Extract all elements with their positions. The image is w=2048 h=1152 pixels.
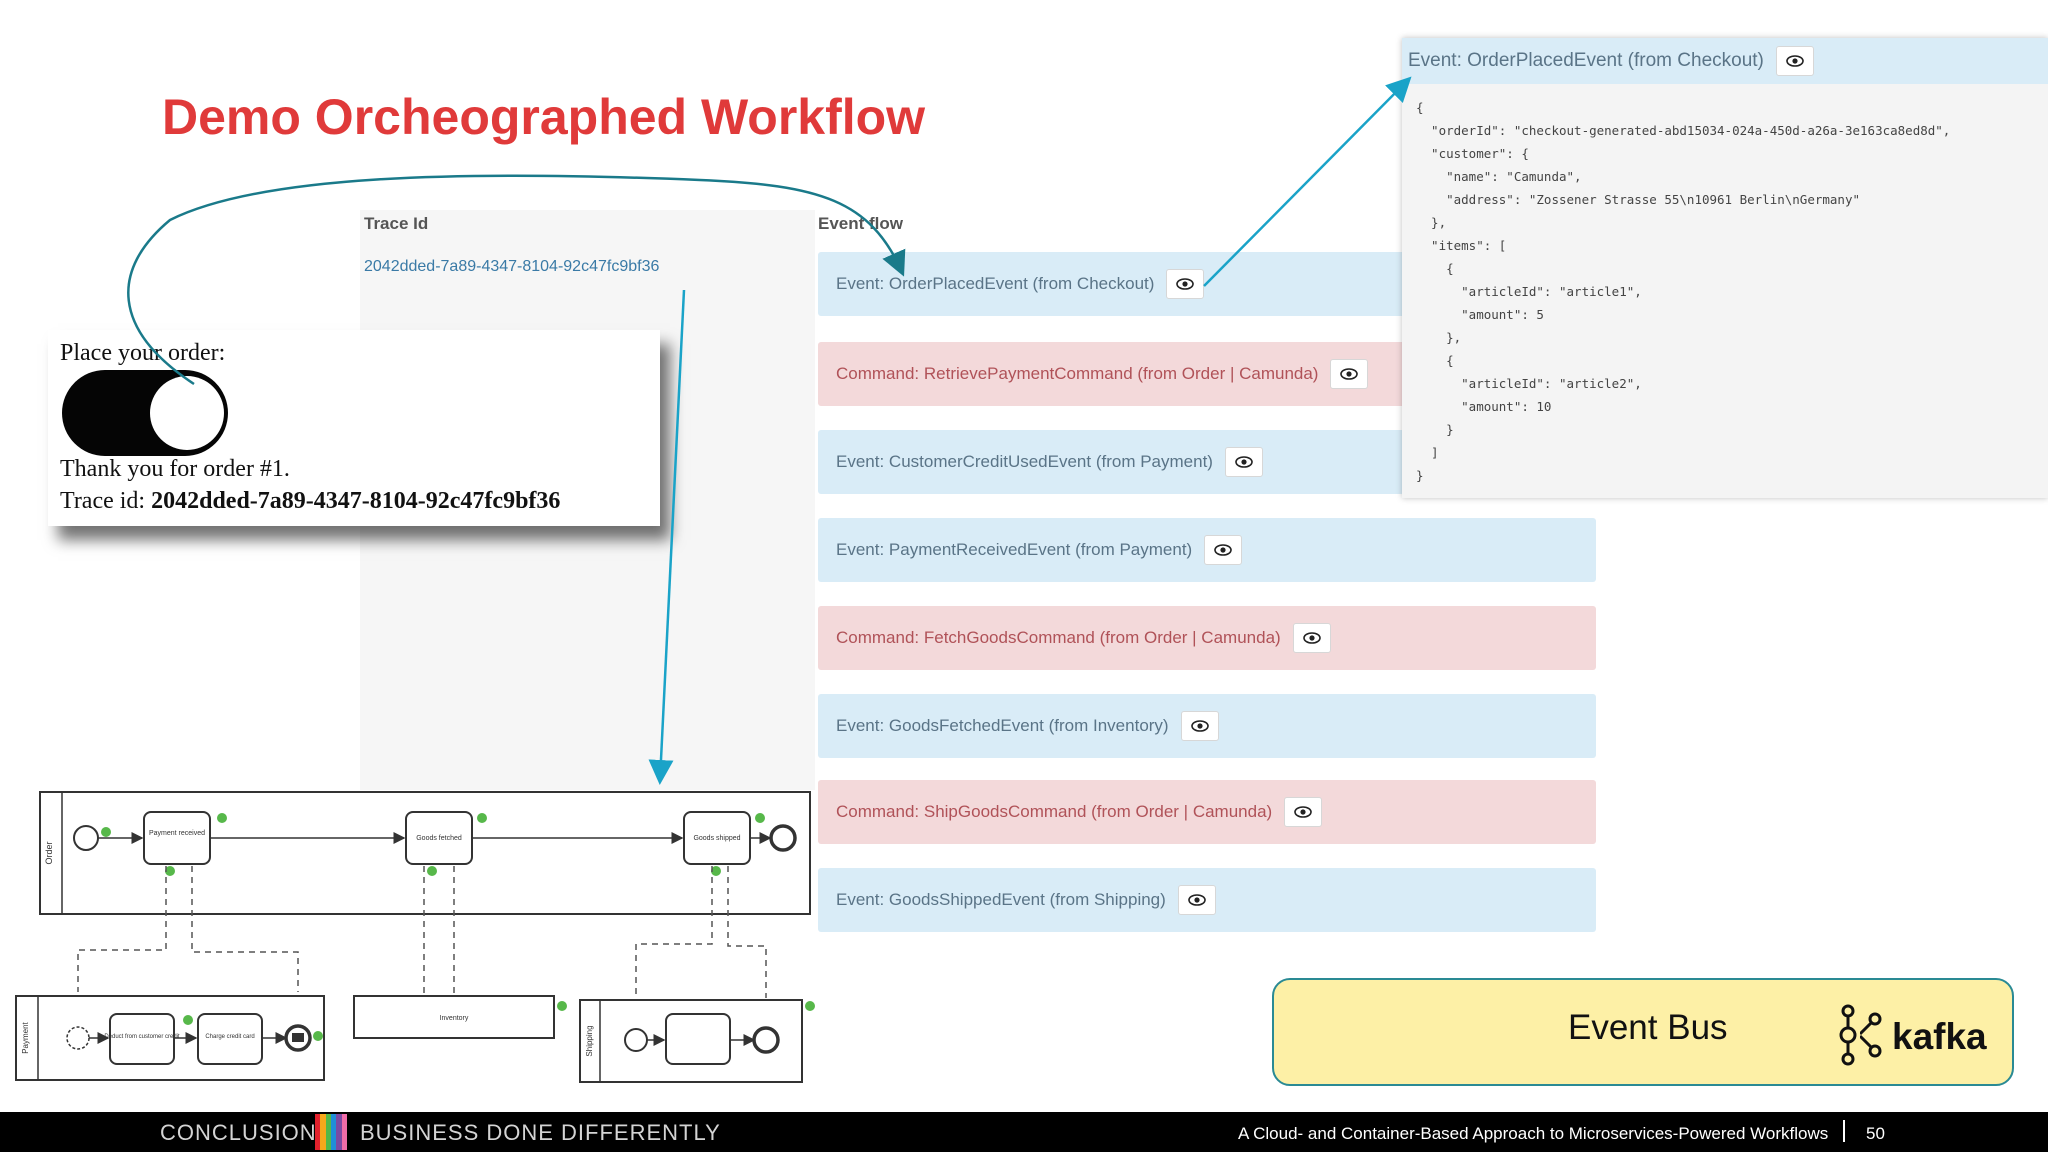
command-row[interactable]: Command: ShipGoodsCommand (from Order | … [818,780,1596,844]
page-number: 50 [1866,1124,1885,1143]
trace-id-link[interactable]: 2042dded-7a89-4347-8104-92c47fc9bf36 [364,258,660,275]
order-trace-label: Trace id: [60,488,152,514]
task-payment-received: Payment received [149,830,205,837]
command-row-label: Command: RetrievePaymentCommand (from Or… [836,364,1319,383]
eye-icon[interactable] [1166,269,1205,299]
eye-icon[interactable] [1284,797,1323,827]
kafka-logo-icon [1839,1004,1857,1066]
footer-stripes [315,1114,347,1150]
event-row-label: Event: CustomerCreditUsedEvent (from Pay… [836,452,1213,471]
task-deduct-credit: Deduct from customer credit [104,1034,180,1040]
order-trace-value: 2042dded-7a89-4347-8104-92c47fc9bf36 [151,488,561,514]
eye-icon[interactable] [1775,46,1814,76]
eye-icon[interactable] [1292,623,1331,653]
task-charge-card: Charge credit card [205,1034,254,1040]
footer-section: CONCLUSION [160,1120,317,1145]
footer-stripe [315,1114,321,1150]
event-row-label: Event: GoodsFetchedEvent (from Inventory… [836,716,1169,735]
event-flow-header: Event flow [818,214,904,233]
order-confirmation: Thank you for order #1. [60,456,290,482]
command-row[interactable]: Command: RetrievePaymentCommand (from Or… [818,342,1418,406]
order-trace-line: Trace id: 2042dded-7a89-4347-8104-92c47f… [60,488,560,515]
slide-title: Demo Orcheographed Workflow [162,89,926,145]
footer-separator [1843,1120,1845,1142]
event-detail-header: Event: OrderPlacedEvent (from Checkout) [1402,38,2048,84]
kafka-wordmark: kafka [1892,1016,1987,1057]
event-bus-box: Event Bus kafka [1272,978,2014,1086]
event-row-label: Event: PaymentReceivedEvent (from Paymen… [836,540,1193,559]
command-row-label: Command: ShipGoodsCommand (from Order | … [836,802,1273,821]
event-row[interactable]: Event: GoodsFetchedEvent (from Inventory… [818,694,1596,758]
toggle-knob[interactable] [150,376,224,450]
inventory-pool-label: Inventory [440,1015,469,1022]
eye-icon[interactable] [1224,447,1263,477]
task-goods-fetched: Goods fetched [416,835,462,842]
inventory-pool [353,995,555,1039]
footer-bar: CONCLUSION BUSINESS DONE DIFFERENTLY A C… [0,1112,2048,1152]
event-detail-title: Event: OrderPlacedEvent (from Checkout) [1408,50,1764,71]
event-json-payload: { "orderId": "checkout-generated-abd1503… [1416,100,1951,483]
command-row[interactable]: Command: FetchGoodsCommand (from Order |… [818,606,1596,670]
event-row-label: Event: GoodsShippedEvent (from Shipping) [836,890,1166,909]
footer-stripe [341,1114,347,1150]
footer-talk-title: A Cloud- and Container-Based Approach to… [1238,1124,1829,1143]
event-row[interactable]: Event: GoodsShippedEvent (from Shipping) [818,868,1596,932]
order-pool-label: Order [44,841,54,864]
eye-icon[interactable] [1177,885,1216,915]
command-row-label: Command: FetchGoodsCommand (from Order |… [836,628,1281,647]
footer-stripe [320,1114,326,1150]
bpmn-diagram: Order Payment received Goods fetched Goo… [15,791,815,1083]
event-bus-label: Event Bus [1568,1008,1728,1047]
event-row[interactable]: Event: PaymentReceivedEvent (from Paymen… [818,518,1596,582]
trace-id-header: Trace Id [364,214,429,233]
event-row[interactable]: Event: OrderPlacedEvent (from Checkout) [818,252,1418,316]
task-goods-shipped: Goods shipped [693,835,740,842]
order-toggle[interactable] [62,370,228,456]
eye-icon[interactable] [1330,359,1369,389]
footer-tagline: BUSINESS DONE DIFFERENTLY [360,1120,721,1145]
kafka-logo-nodes-icon [1860,1012,1882,1058]
event-detail-panel: Event: OrderPlacedEvent (from Checkout) … [1402,38,2048,498]
shipping-pool-label: Shipping [585,1025,594,1056]
eye-icon[interactable] [1204,535,1243,565]
event-row-label: Event: OrderPlacedEvent (from Checkout) [836,274,1155,293]
footer-stripe [325,1114,331,1150]
footer-stripe [336,1114,342,1150]
event-row[interactable]: Event: CustomerCreditUsedEvent (from Pay… [818,430,1418,494]
payment-pool-label: Payment [21,1021,30,1053]
footer-stripe [330,1114,337,1150]
eye-icon[interactable] [1180,711,1219,741]
order-prompt: Place your order: [60,340,226,366]
